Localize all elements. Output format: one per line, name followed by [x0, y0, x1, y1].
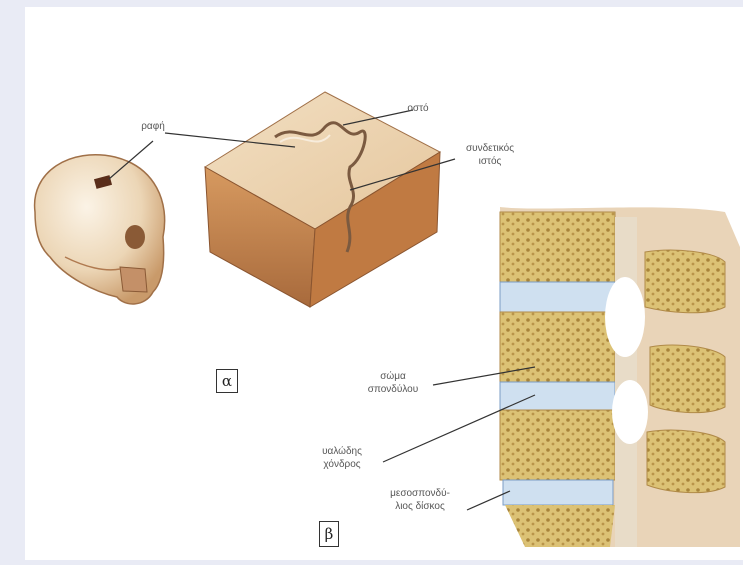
panel-tag-b: β [319, 521, 339, 547]
anatomy-illustration [25, 7, 743, 560]
suture-block-drawing [205, 92, 440, 307]
label-suture: ραφή [133, 120, 173, 133]
label-bone: οστό [398, 102, 438, 115]
panel-tag-a: α [216, 369, 238, 393]
label-intervertebral-disc: μεσοσπονδύ-λιος δίσκος [377, 487, 463, 513]
vertebral-column-drawing [500, 207, 740, 547]
skull-drawing [35, 155, 165, 304]
